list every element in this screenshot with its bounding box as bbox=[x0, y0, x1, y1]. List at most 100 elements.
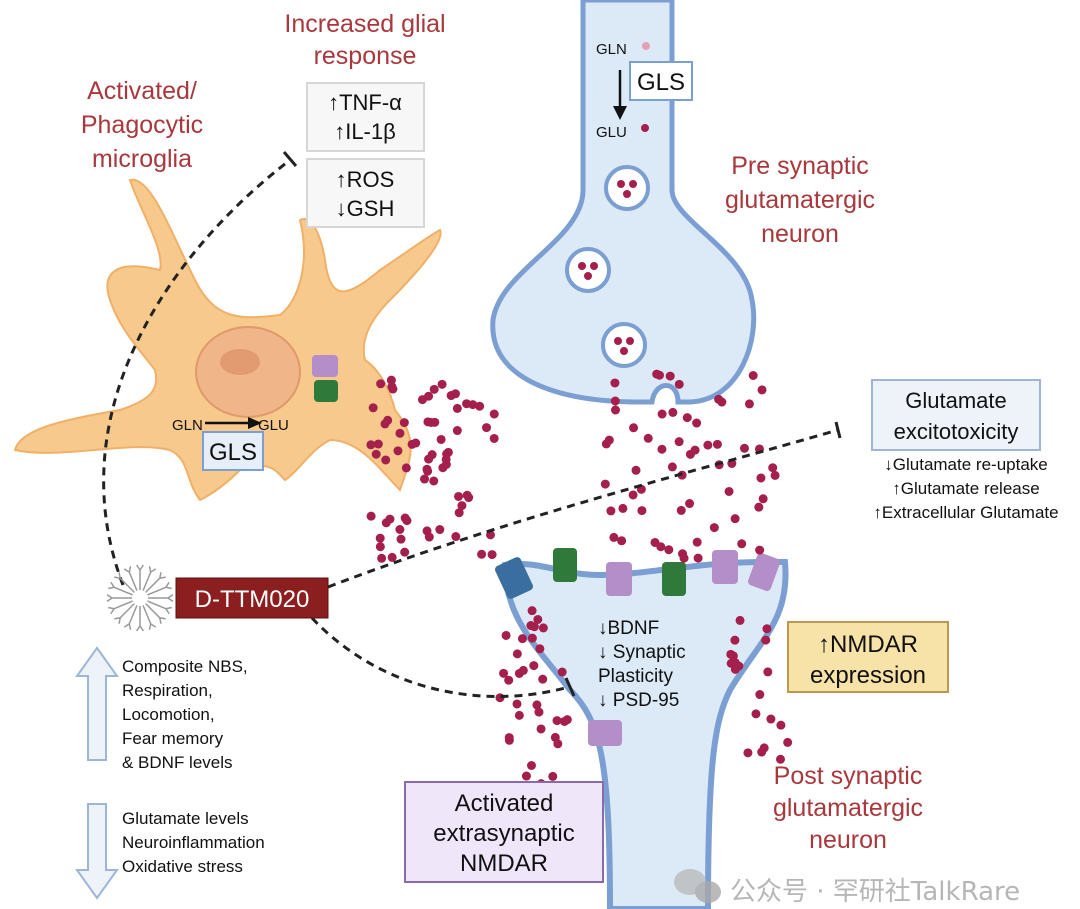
glutamate-dot bbox=[451, 532, 461, 542]
glutamate-dot bbox=[730, 514, 740, 524]
oxidative-list: ↑ROS↓GSH bbox=[336, 167, 395, 221]
drug-badge bbox=[175, 577, 329, 619]
glutamate-dot bbox=[475, 401, 485, 411]
glutamate-dot bbox=[610, 396, 620, 406]
increased-outcomes: Composite NBS,Respiration,Locomotion,Fea… bbox=[122, 657, 248, 772]
glutamate-dot bbox=[757, 385, 767, 395]
dendrimer-branch bbox=[148, 593, 174, 603]
glutamate-dot bbox=[758, 494, 768, 504]
glutamate-dot bbox=[477, 549, 487, 559]
glutamate-dot bbox=[381, 455, 391, 465]
glutamate-dot bbox=[436, 434, 446, 444]
glutamate-dot bbox=[557, 667, 567, 677]
glutamate-dot bbox=[709, 523, 719, 533]
dendrimer-branch bbox=[147, 581, 172, 596]
glutamate-dot bbox=[737, 539, 747, 549]
glutamate-dot bbox=[489, 433, 499, 443]
glutamate-dot bbox=[504, 675, 514, 685]
glutamate-dot bbox=[489, 409, 499, 419]
glutamate-dot bbox=[629, 423, 639, 433]
glutamate-dot bbox=[529, 661, 539, 671]
dendrimer-branch bbox=[108, 581, 133, 596]
micro-gln: GLN bbox=[172, 417, 203, 434]
excitotoxicity-list: ↓Glutamate re-uptake↑Glutamate release↑E… bbox=[873, 455, 1058, 522]
glutamate-dot bbox=[373, 439, 383, 449]
glutamate-dot bbox=[650, 537, 660, 547]
glutamate-dot bbox=[529, 622, 539, 632]
glutamate-dot bbox=[667, 462, 677, 472]
glutamate-dot bbox=[766, 714, 776, 724]
vesicle-glutamate bbox=[626, 337, 634, 345]
dendrimer-branch bbox=[114, 572, 135, 593]
glutamate-dot bbox=[601, 439, 611, 449]
pre-gls: GLS bbox=[637, 69, 685, 96]
vesicle-glutamate bbox=[584, 272, 592, 280]
hollow-up-arrow-icon bbox=[75, 646, 119, 761]
glutamate-dot bbox=[454, 491, 464, 501]
glutamate-molecules bbox=[366, 180, 793, 791]
glutamate-dot bbox=[420, 474, 430, 484]
vesicle-glutamate bbox=[614, 337, 622, 345]
dendrimer-branch bbox=[135, 606, 145, 632]
glutamate-dot bbox=[399, 418, 409, 428]
micro-glu: GLU bbox=[258, 417, 289, 434]
glutamate-dot bbox=[376, 379, 386, 389]
glutamate-dot bbox=[643, 433, 653, 443]
dendrimer-branch bbox=[145, 572, 166, 593]
glutamate-dot bbox=[443, 447, 453, 457]
pre-gls-box bbox=[629, 61, 693, 101]
glutamate-dot bbox=[762, 624, 772, 634]
glutamate-dot bbox=[553, 739, 563, 749]
glutamate-dot bbox=[755, 545, 765, 555]
glutamate-dot bbox=[429, 384, 439, 394]
nmdar-expression-box bbox=[787, 621, 949, 693]
glutamate-dot bbox=[381, 518, 391, 528]
glutamate-dot bbox=[527, 633, 537, 643]
glutamate-dot bbox=[487, 550, 497, 560]
glutamate-dot bbox=[692, 418, 702, 428]
glutamate-dot bbox=[401, 463, 411, 473]
glutamate-dot bbox=[534, 707, 544, 717]
glutamate-dot bbox=[712, 439, 722, 449]
glutamate-dot bbox=[657, 444, 667, 454]
glutamate-dot bbox=[609, 532, 619, 542]
glutamate-dot bbox=[717, 397, 727, 407]
dendrimer-branch bbox=[123, 566, 138, 591]
glutamate-dot bbox=[383, 415, 393, 425]
conversion-arrow bbox=[248, 417, 262, 429]
nucleolus bbox=[220, 349, 260, 375]
glutamate-dot bbox=[679, 553, 689, 563]
pre-gln: GLN bbox=[596, 41, 627, 58]
glutamate-dot bbox=[518, 665, 528, 675]
glutamate-dot bbox=[393, 446, 403, 456]
glutamate-dot bbox=[375, 533, 385, 543]
glutamate-dot bbox=[703, 440, 713, 450]
glutamate-dot bbox=[657, 409, 667, 419]
glutamate-dot bbox=[512, 649, 522, 659]
glutamate-dot bbox=[435, 525, 445, 535]
glutamate-dot bbox=[371, 449, 381, 459]
cytokine-list: ↑TNF-α↑IL-1β bbox=[328, 90, 402, 144]
glutamate-dot bbox=[732, 661, 742, 671]
synaptic-receptors bbox=[495, 548, 780, 746]
glutamate-dot bbox=[693, 553, 703, 563]
micro-gls: GLS bbox=[209, 439, 257, 466]
glutamate-dot bbox=[368, 403, 378, 413]
glutamate-dot bbox=[452, 403, 462, 413]
glutamate-dot bbox=[770, 470, 780, 480]
glutamate-dot bbox=[692, 537, 702, 547]
vesicle-glutamate bbox=[590, 262, 598, 270]
glutamate-dot bbox=[611, 405, 621, 415]
glutamate-dot bbox=[468, 400, 478, 410]
drug-name: D-TTM020 bbox=[195, 586, 310, 613]
inhibition-lines bbox=[102, 158, 839, 698]
glutamate-dot bbox=[457, 501, 467, 511]
glutamate-dot bbox=[422, 464, 432, 474]
